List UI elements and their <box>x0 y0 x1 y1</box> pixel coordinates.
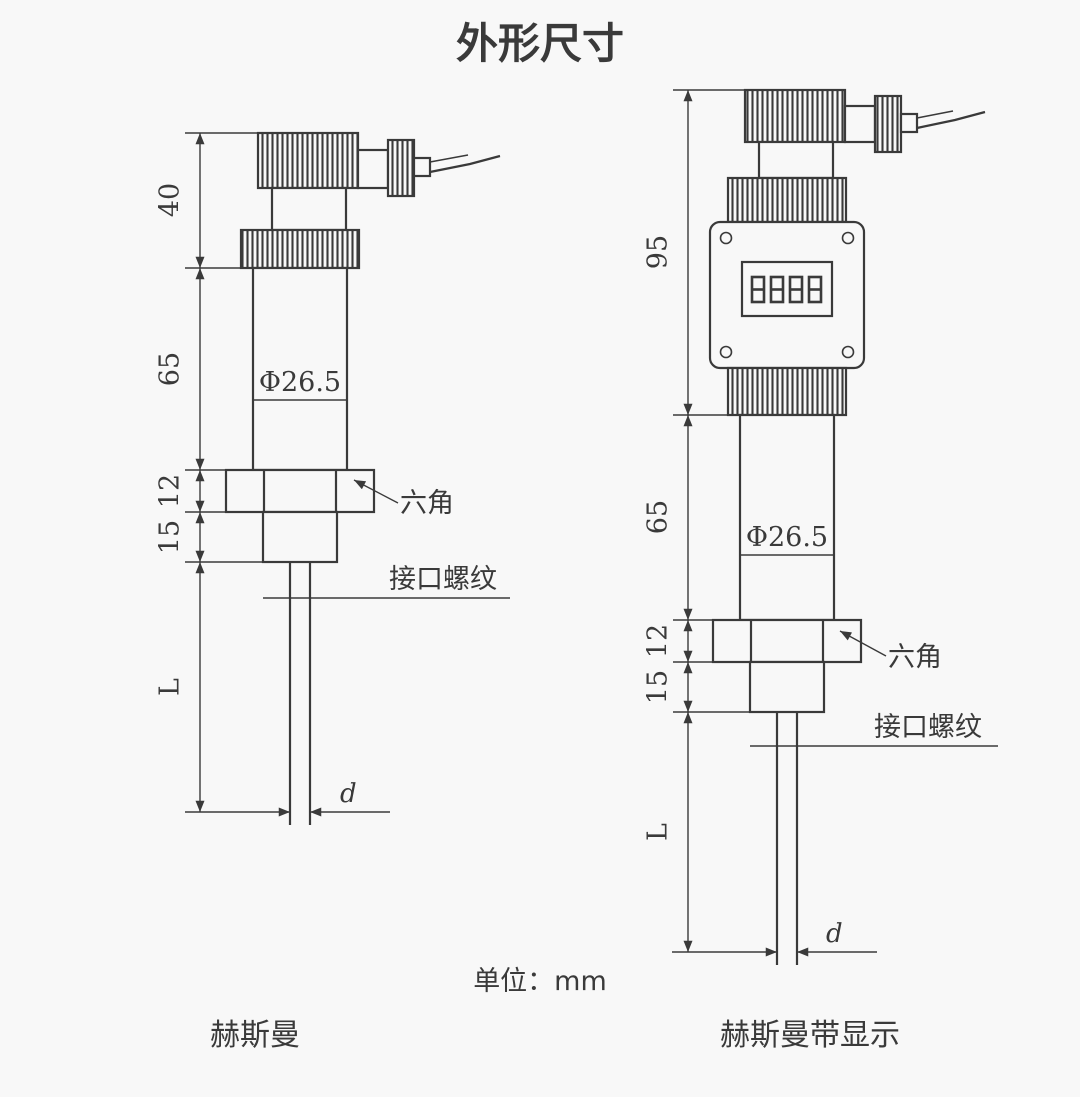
screw-top-right <box>841 231 855 245</box>
right-probe <box>775 712 799 965</box>
left-probe-d-label: d <box>340 779 357 809</box>
right-figure: 95 65 12 15 L <box>643 88 998 1053</box>
right-dim-top: 95 <box>643 235 674 269</box>
right-thread-callout: 接口螺纹 <box>750 712 998 747</box>
right-dim-body: 65 <box>643 500 674 534</box>
right-connector-pin <box>899 112 919 134</box>
left-hex-nut <box>224 468 376 514</box>
left-thread-callout: 接口螺纹 <box>263 564 510 599</box>
left-dim-hex: 12 <box>155 474 186 508</box>
right-connector-neck <box>757 140 835 180</box>
left-dimension-chain: 40 65 12 15 L <box>155 133 205 812</box>
right-gland-nut-upper <box>726 176 848 224</box>
right-gland-nut-lower <box>726 366 848 417</box>
left-connector-pin <box>412 156 432 178</box>
left-thread-label: 接口螺纹 <box>389 564 497 595</box>
right-display-housing <box>708 220 866 370</box>
right-cable <box>916 110 986 130</box>
left-hirschmann-connector <box>256 131 501 232</box>
left-dim-probe: L <box>155 678 186 696</box>
left-figure: 40 65 12 15 L Φ26.5 <box>155 131 510 1053</box>
left-probe <box>288 562 312 825</box>
left-gland-nut <box>239 228 361 270</box>
left-connector-plug <box>356 148 390 190</box>
left-dim-body: 65 <box>155 352 186 386</box>
right-connector-plug <box>843 104 877 144</box>
right-probe-d-label: d <box>826 919 843 949</box>
right-hex-callout: 六角 <box>839 630 942 673</box>
left-connector-ribbed-cap <box>256 131 360 190</box>
right-diameter-label: Φ26.5 <box>746 522 828 553</box>
right-hex-nut <box>711 618 863 664</box>
right-connector-ribbed-ring <box>873 94 903 154</box>
right-body: Φ26.5 <box>738 413 836 622</box>
left-connector-ribbed-ring <box>386 138 416 198</box>
right-hex-label: 六角 <box>888 642 942 673</box>
left-cable <box>429 154 501 174</box>
left-connector-neck <box>270 186 348 232</box>
right-probe-d-dimension: d <box>672 919 877 957</box>
screw-bottom-right <box>841 345 855 359</box>
right-dim-hex: 12 <box>643 624 674 658</box>
screw-top-left <box>719 231 733 245</box>
unit-note: 单位：mm <box>473 966 607 997</box>
left-hex-label: 六角 <box>400 488 454 519</box>
left-caption: 赫斯曼 <box>210 1018 300 1053</box>
right-dim-thread: 15 <box>643 670 674 704</box>
right-thread <box>748 660 826 714</box>
left-body: Φ26.5 <box>251 266 349 472</box>
right-cable-edge <box>916 110 954 119</box>
left-dim-thread: 15 <box>155 520 186 554</box>
left-diameter-label: Φ26.5 <box>259 367 341 398</box>
left-hex-callout: 六角 <box>353 479 454 519</box>
left-probe-d-dimension: d <box>185 779 390 817</box>
right-dim-probe: L <box>643 823 674 841</box>
left-dim-top: 40 <box>155 183 186 217</box>
right-dimension-chain: 95 65 12 15 L <box>643 90 693 952</box>
screw-bottom-left <box>719 345 733 359</box>
right-caption: 赫斯曼带显示 <box>720 1018 900 1053</box>
page-title: 外形尺寸 <box>456 19 624 68</box>
right-hirschmann-connector <box>743 88 986 180</box>
display-digits <box>750 275 823 304</box>
left-cable-edge <box>429 154 469 163</box>
right-connector-ribbed-cap <box>743 88 847 144</box>
left-thread <box>261 510 339 564</box>
right-thread-label: 接口螺纹 <box>874 712 982 743</box>
